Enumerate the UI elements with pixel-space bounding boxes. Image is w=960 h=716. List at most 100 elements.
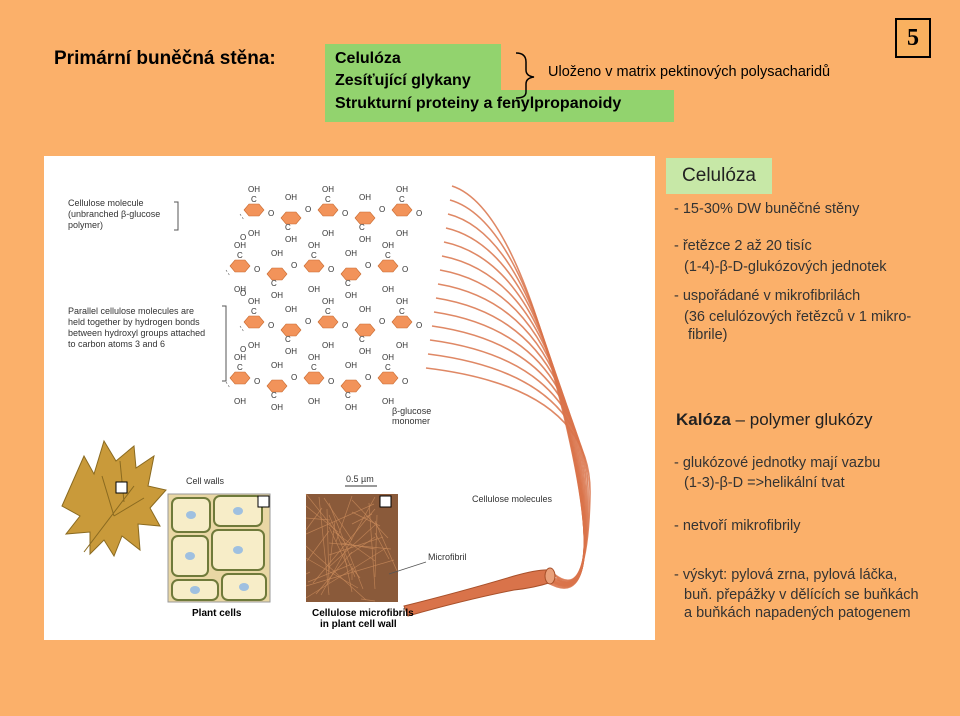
cellulose-fiber (427, 353, 589, 583)
atom-label: C (385, 251, 391, 260)
parallel-note-4: to carbon atoms 3 and 6 (68, 339, 165, 349)
microfibril-end (544, 567, 556, 585)
leaf-illustration (61, 439, 167, 558)
cellulose-bullet-3a: - uspořádané v mikrofibrilách (674, 288, 861, 304)
component-crosslinking-glycans: Zesíťující glykany (335, 72, 471, 89)
atom-label: OH (285, 305, 297, 314)
micrograph-fiber (374, 520, 398, 572)
glucose-ring (391, 203, 413, 217)
cellulose-fiber (425, 367, 591, 584)
atom-label: OH (396, 297, 408, 306)
glucose-monomer-label-2: monomer (392, 416, 430, 426)
glucose-ring (340, 379, 362, 393)
cellulose-bullet-2b: (1-4)-β-D-glukózových jednotek (684, 259, 887, 275)
atom-label: C (399, 307, 405, 316)
cellulose-molecules-label: Cellulose molecules (472, 494, 553, 504)
callose-name: Kalóza (676, 410, 731, 429)
micrograph-fiber (318, 496, 330, 596)
atom-label: O (379, 205, 385, 214)
atom-label: C (359, 223, 365, 232)
atom-label: OH (345, 249, 357, 258)
atom-label: C (325, 307, 331, 316)
atom-label: OH (382, 353, 394, 362)
atom-label: OH (271, 403, 283, 412)
atom-label: O (291, 373, 297, 382)
component-cellulose: Celulóza (335, 50, 401, 67)
cellulose-fiber (451, 185, 586, 585)
atom-label: OH (359, 305, 371, 314)
micrograph-fiber (328, 536, 384, 556)
micrograph-fiber (328, 524, 376, 568)
glucose-ring (317, 315, 339, 329)
atom-label: OH (248, 229, 260, 238)
atom-label: C (251, 307, 257, 316)
callose-bullet-1a: - glukózové jednotky mají vazbu (674, 455, 881, 471)
glucose-ring (280, 211, 302, 225)
atom-label: O (365, 261, 371, 270)
atom-label: C (251, 195, 257, 204)
micrograph-fiber (328, 514, 356, 578)
cellulose-heading: Celulóza (666, 158, 772, 194)
atom-label: C (385, 363, 391, 372)
micrograph-fiber (374, 532, 390, 560)
atom-label: OH (322, 297, 334, 306)
callose-bullet-1b: (1-3)-β-D =>helikální tvat (684, 475, 845, 491)
atom-label: C (325, 195, 331, 204)
atom-label: O (305, 317, 311, 326)
plant-cells-label: Plant cells (192, 608, 242, 619)
atom-label: C (271, 279, 277, 288)
atom-label: O (342, 209, 348, 218)
cellulose-bullet-3b: (36 celulózových řetězců v 1 mikro- (684, 309, 912, 325)
glucose-ring (377, 259, 399, 273)
micrograph-fiber (328, 526, 348, 566)
atom-label: C (271, 391, 277, 400)
atom-label: O (305, 205, 311, 214)
glucose-monomer-label: β-glucose (392, 406, 431, 416)
micrograph-fiber (305, 507, 323, 531)
cellulose-figure-panel: Cellulose molecule (unbranched β-glucose… (44, 156, 655, 640)
matrix-note: Uloženo v matrix pektinových polysachari… (548, 64, 831, 80)
atom-label: O (379, 317, 385, 326)
atom-label: O (268, 209, 274, 218)
atom-label: OH (234, 241, 246, 250)
atom-label: OH (382, 241, 394, 250)
parallel-note-3: between hydroxyl groups attached (68, 328, 205, 338)
atom-label: OH (248, 185, 260, 194)
atom-label: OH (308, 397, 320, 406)
glucose-ring (303, 259, 325, 273)
atom-label: O (240, 345, 246, 354)
atom-label: OH (285, 235, 297, 244)
cellulose-fiber (437, 283, 586, 585)
atom-label: OH (285, 193, 297, 202)
glucose-ring (317, 203, 339, 217)
micrograph-fiber (305, 559, 395, 587)
cell-nucleus (233, 546, 243, 554)
glucose-ring (303, 371, 325, 385)
glucose-ring (354, 211, 376, 225)
micrograph-fiber (332, 530, 376, 562)
brace-icon (515, 52, 535, 99)
cell-nucleus (185, 552, 195, 560)
atom-label: C (345, 391, 351, 400)
atom-label: OH (382, 285, 394, 294)
cellulose-molecule-label-3: polymer) (68, 220, 103, 230)
glucose-ring (280, 323, 302, 337)
micrograph-fiber (305, 547, 387, 599)
atom-label: O (268, 321, 274, 330)
glucose-ring (229, 371, 251, 385)
parallel-note-2: held together by hydrogen bonds (68, 317, 200, 327)
callose-bullet-3b: buň. přepážky v dělících se buňkách (684, 587, 919, 603)
micrograph-fiber (328, 502, 364, 590)
slide-number: 5 (895, 18, 931, 58)
atom-label: C (285, 223, 291, 232)
micrograph-fiber (340, 542, 376, 550)
atom-label: O (240, 233, 246, 242)
cell-nucleus (190, 586, 200, 594)
callose-bullet-3a: - výskyt: pylová zrna, pylová láčka, (674, 567, 898, 583)
callose-dash: – (735, 410, 745, 429)
micrograph-fiber (305, 503, 375, 535)
atom-label: O (416, 209, 422, 218)
atom-label: C (359, 335, 365, 344)
cellulose-molecule-label-2: (unbranched β-glucose (68, 209, 160, 219)
micrograph-fiber (343, 553, 353, 593)
